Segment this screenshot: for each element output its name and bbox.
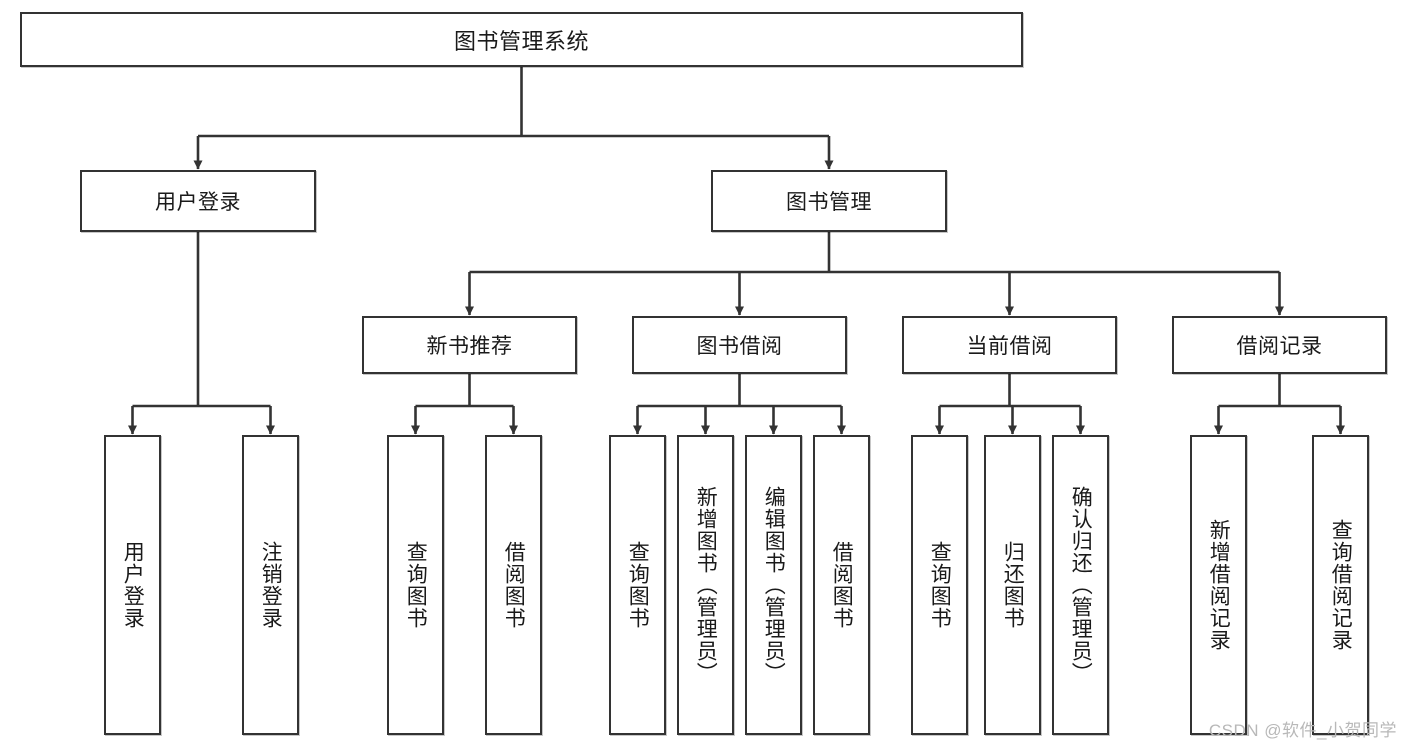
node-label: 查询借阅记录: [1329, 519, 1353, 651]
node-root: 图书管理系统: [20, 12, 1023, 67]
node-label: 新增借阅记录: [1207, 519, 1231, 651]
node-label: 查询图书: [404, 541, 428, 629]
node-leaf-records-2: 查询借阅记录: [1312, 435, 1369, 735]
node-leaf-borrow-2: 新增图书（管理员）: [677, 435, 734, 735]
node-login: 用户登录: [80, 170, 316, 232]
watermark-text: CSDN @软件_小贺同学: [1208, 721, 1397, 740]
node-label: 查询图书: [928, 541, 952, 629]
node-label: 图书管理: [786, 191, 872, 214]
node-label: 新增图书（管理员）: [694, 486, 718, 684]
node-leaf-current-3: 确认归还（管理员）: [1052, 435, 1109, 735]
node-label: 确认归还（管理员）: [1069, 486, 1093, 684]
node-label: 新书推荐: [426, 335, 513, 358]
node-leaf-borrow-1: 查询图书: [609, 435, 666, 735]
node-leaf-current-1: 查询图书: [911, 435, 968, 735]
node-leaf-current-2: 归还图书: [984, 435, 1041, 735]
node-label: 注销登录: [259, 541, 283, 629]
node-leaf-login-2: 注销登录: [242, 435, 299, 735]
node-label: 图书管理系统: [453, 28, 589, 54]
node-label: 查询图书: [626, 541, 650, 629]
node-label: 编辑图书（管理员）: [762, 486, 786, 684]
node-leaf-borrow-4: 借阅图书: [813, 435, 870, 735]
node-records: 借阅记录: [1172, 316, 1387, 374]
node-label: 图书借阅: [696, 335, 783, 358]
node-leaf-records-1: 新增借阅记录: [1190, 435, 1247, 735]
node-label: 借阅图书: [502, 541, 526, 629]
node-label: 当前借阅: [966, 335, 1053, 358]
node-borrow: 图书借阅: [632, 316, 847, 374]
node-label: 用户登录: [155, 191, 241, 214]
node-label: 借阅记录: [1236, 335, 1323, 358]
node-label: 借阅图书: [830, 541, 854, 629]
node-current: 当前借阅: [902, 316, 1117, 374]
node-leaf-borrow-3: 编辑图书（管理员）: [745, 435, 802, 735]
node-label: 用户登录: [121, 541, 145, 629]
node-newrec: 新书推荐: [362, 316, 577, 374]
node-bookmgmt: 图书管理: [711, 170, 947, 232]
node-leaf-newrec-2: 借阅图书: [485, 435, 542, 735]
node-leaf-login-1: 用户登录: [104, 435, 161, 735]
node-leaf-newrec-1: 查询图书: [387, 435, 444, 735]
node-label: 归还图书: [1001, 541, 1025, 629]
